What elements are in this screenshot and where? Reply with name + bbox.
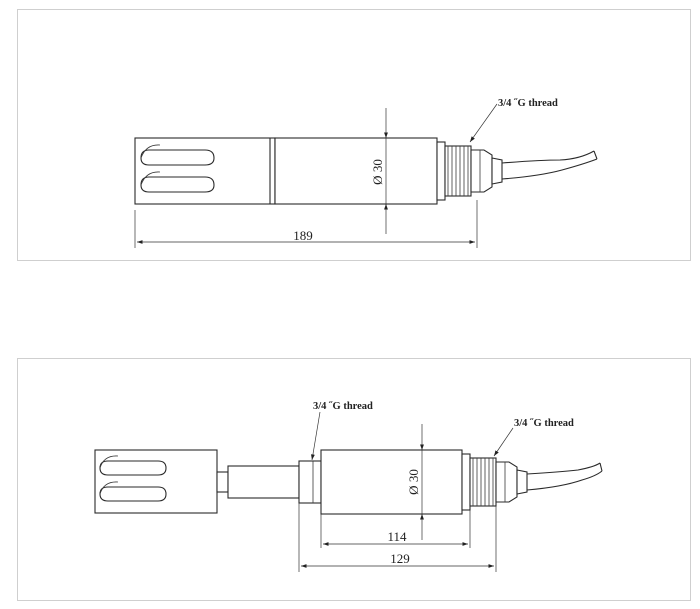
bottom-sensor [94,449,603,515]
bottom-cage-slot-upper [99,460,167,476]
bottom-diameter-label: Ø 30 [406,469,421,495]
bottom-dimension-129-label: 129 [390,551,410,566]
top-thread-callout: 3/4 ˝G thread [469,98,558,143]
bottom-extension-rod [227,465,300,499]
bottom-dimension-114-label: 114 [387,529,407,544]
bottom-thread-label-right: 3/4 ˝G thread [514,418,574,429]
top-sensor-cage [134,137,276,205]
top-length-label: 189 [293,228,313,243]
top-thread-label: 3/4 ˝G thread [498,98,558,109]
bottom-dimension-114: 114 [320,510,471,548]
top-sensor-thread [444,145,472,197]
top-sensor-step [436,141,446,201]
top-diameter-label: Ø 30 [370,159,385,185]
bottom-collar [298,460,322,504]
top-sensor-body [274,137,438,205]
top-diameter-dimension: Ø 30 [370,108,388,234]
bottom-sensor-body [320,449,463,515]
bottom-cable-gland [495,461,518,503]
bottom-thread-callout-right: 3/4 ˝G thread [493,418,574,457]
bottom-diameter-dimension: Ø 30 [406,424,424,540]
top-sensor [134,137,598,205]
bottom-thread-label-left: 3/4 ˝G thread [313,401,373,412]
bottom-cage-slot-lower [99,486,167,502]
top-cage-slot-lower [140,176,215,193]
top-panel: Ø 30 189 3/4 ˝G thread [17,9,691,261]
top-length-dimension: 189 [134,200,478,248]
bottom-cable [526,462,601,475]
bottom-thread-callout-left: 3/4 ˝G thread [310,401,373,461]
top-cable-gland [470,149,493,193]
bottom-dimension-129: 129 [298,503,497,572]
bottom-sensor-thread [469,457,497,507]
bottom-sensor-cage [94,449,218,514]
bottom-panel: Ø 30 3/4 ˝G thread 3/4 ˝G thread 114 129 [17,358,691,601]
top-panel-frame [17,9,691,261]
top-cable [501,150,595,164]
top-cage-slot-upper [140,149,215,166]
